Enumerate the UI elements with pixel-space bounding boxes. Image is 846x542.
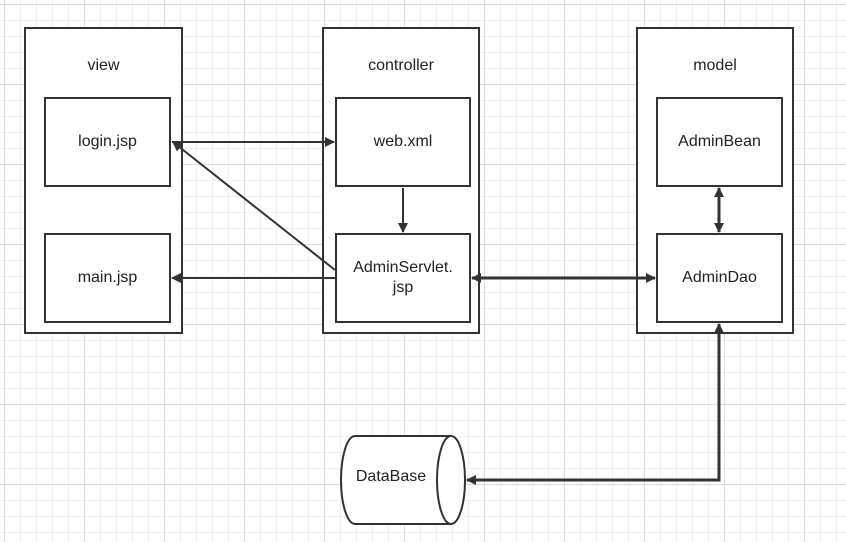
web-xml-node: web.xml <box>335 97 471 187</box>
admin-bean-node: AdminBean <box>656 97 783 187</box>
admin-dao-label: AdminDao <box>682 269 757 286</box>
controller-group-title: controller <box>368 57 434 74</box>
view-group-title: view <box>87 57 120 74</box>
admin-bean-label: AdminBean <box>678 133 761 150</box>
admin-servlet-label-line1: AdminServlet. <box>353 259 453 276</box>
web-xml-label: web.xml <box>373 133 433 150</box>
admin-dao-node: AdminDao <box>656 233 783 323</box>
main-jsp-node: main.jsp <box>44 233 171 323</box>
database-label: DataBase <box>355 468 427 485</box>
login-jsp-node: login.jsp <box>44 97 171 187</box>
admin-servlet-label-line2: jsp <box>392 279 414 296</box>
model-group-title: model <box>693 57 737 74</box>
admin-servlet-node: AdminServlet. jsp <box>335 233 471 323</box>
main-jsp-label: main.jsp <box>77 269 138 286</box>
arrow-dao-database <box>466 323 724 485</box>
login-jsp-label: login.jsp <box>78 133 137 150</box>
arrow-servlet-to-login <box>172 141 336 271</box>
database-cylinder <box>340 435 466 525</box>
